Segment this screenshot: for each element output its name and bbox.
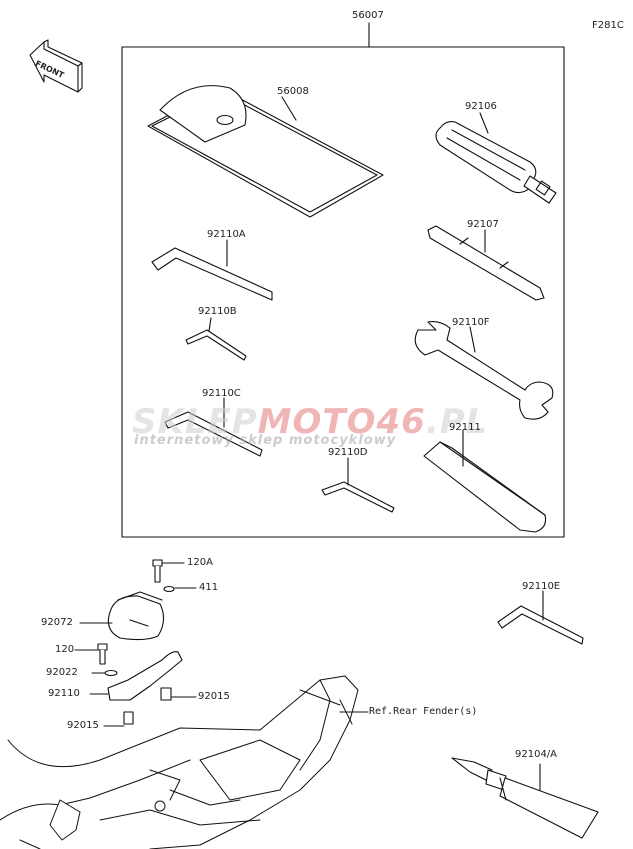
bolt-120: [74, 643, 108, 665]
screwdriver: [435, 112, 557, 204]
label-92015-left: 92015: [67, 720, 99, 731]
label-92111: 92111: [449, 422, 481, 433]
label-92110: 92110: [48, 688, 80, 699]
label-92022: 92022: [46, 667, 78, 678]
washer-92022: [91, 669, 118, 677]
hex-key-b: [185, 317, 247, 361]
label-92015-right: 92015: [198, 691, 230, 702]
hex-key-e: [497, 590, 584, 645]
bracket: [89, 651, 183, 701]
handle: [423, 429, 547, 533]
label-92107: 92107: [467, 219, 499, 230]
label-92110e: 92110E: [522, 581, 561, 592]
label-56008: 56008: [277, 86, 309, 97]
label-92110a: 92110A: [207, 229, 246, 240]
driver-bit: [427, 225, 545, 301]
label-92110b: 92110B: [198, 306, 237, 317]
label-92104a: 92104/A: [515, 749, 558, 760]
label-92106: 92106: [465, 101, 497, 112]
grease-tube: [451, 757, 599, 839]
watermark-part-1: SKLEP: [132, 402, 258, 442]
wrench: [414, 321, 554, 420]
label-92110f: 92110F: [452, 317, 490, 328]
watermark-tagline: internetowy sklep motocyklowy: [134, 433, 397, 448]
watermark-part-4: .PL: [425, 402, 489, 442]
bolt-120a: [152, 559, 185, 583]
hex-key-a: [151, 239, 273, 301]
rear-fender: [0, 675, 369, 849]
hex-key-d: [321, 457, 395, 513]
label-92110c: 92110C: [202, 388, 241, 399]
holder-cover: [79, 591, 165, 641]
hex-key-c: [164, 397, 263, 457]
label-120a: 120A: [187, 557, 213, 568]
label-56007: 56007: [352, 10, 384, 21]
collar-right: [160, 687, 197, 701]
watermark-part-2: MOTO: [257, 402, 377, 442]
label-92110d: 92110D: [328, 447, 368, 458]
front-arrow-icon: [29, 39, 83, 93]
tool-case: [147, 85, 384, 218]
label-92072: 92072: [41, 617, 73, 628]
figure-id: F281C: [592, 20, 624, 31]
label-411: 411: [199, 582, 219, 593]
watermark-brand: SKLEPMOTO46.PL: [132, 402, 488, 442]
watermark-part-3: 46: [376, 402, 426, 442]
label-ref-rear-fender: Ref.Rear Fender(s): [369, 706, 478, 717]
tool-kit-box: [121, 46, 565, 538]
washer-411: [163, 585, 197, 593]
collar-left: [103, 711, 134, 727]
label-120: 120: [55, 644, 75, 655]
